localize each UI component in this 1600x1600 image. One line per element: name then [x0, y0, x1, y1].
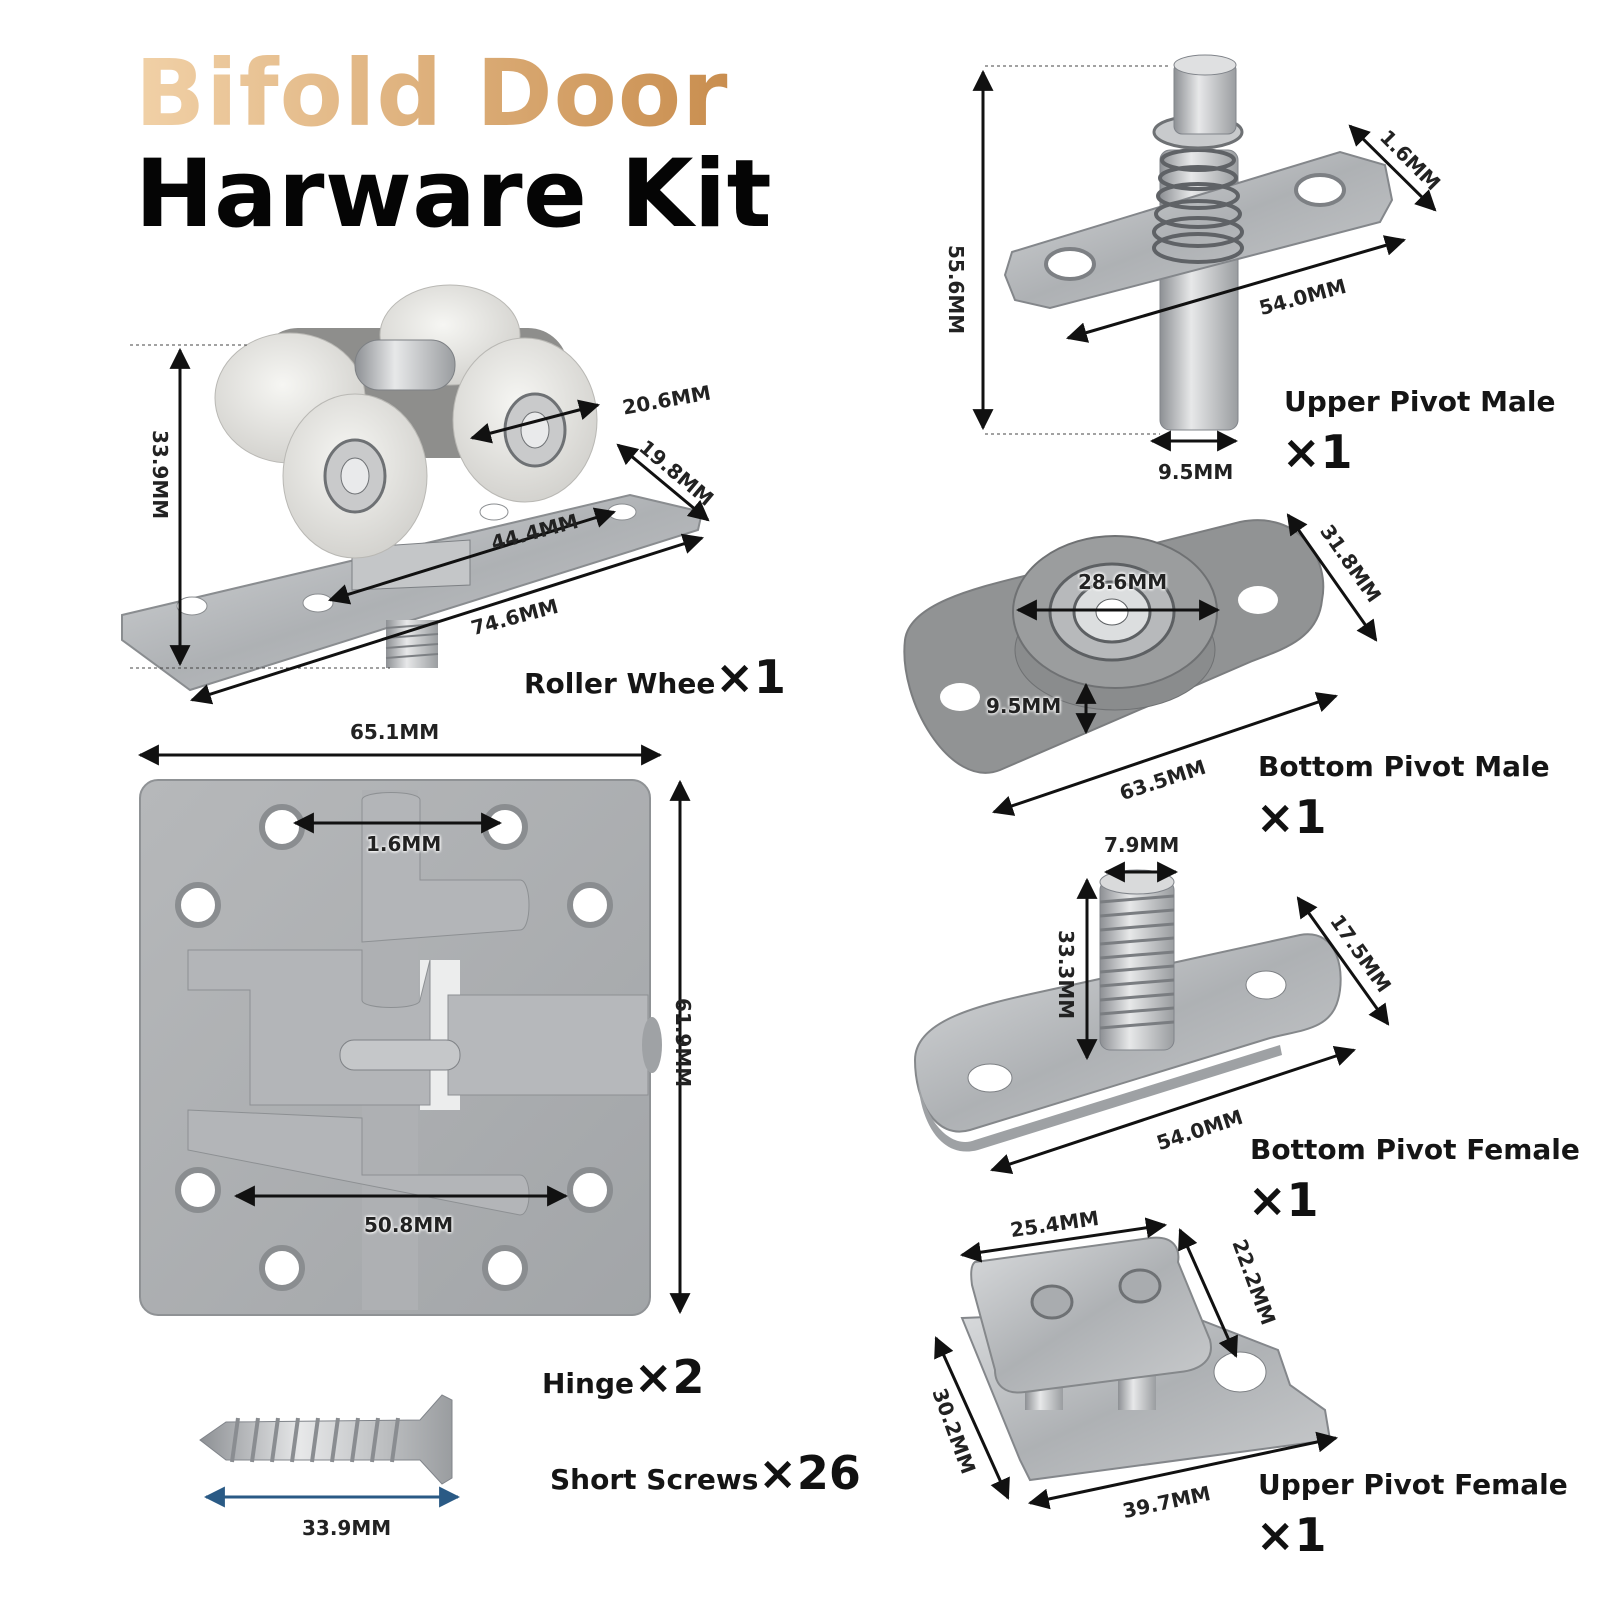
title-line-2: Harware Kit — [135, 140, 773, 249]
roller-wheel-label: Roller Whee×1 — [524, 650, 786, 704]
screw-length-dim: 33.9MM — [302, 1516, 392, 1540]
hinge-width-dim: 65.1MM — [350, 720, 440, 744]
upper-pivot-male-illustration — [972, 54, 1437, 452]
bpm-wheel-height-dim: 9.5MM — [986, 694, 1062, 718]
bpf-stud-dim: 7.9MM — [1104, 833, 1180, 857]
hinge-hole-spacing-dim: 50.8MM — [364, 1213, 454, 1237]
roller-wheel-qty: ×1 — [715, 650, 786, 704]
roller-wheel-illustration — [121, 284, 710, 705]
upm-height-dim: 55.6MM — [944, 245, 968, 335]
screw-illustration — [199, 1394, 461, 1508]
upm-name: Upper Pivot Male — [1284, 385, 1556, 418]
hinge-label: Hinge×2 — [542, 1350, 705, 1404]
roller-wheel-name: Roller Whee — [524, 667, 716, 700]
upf-name: Upper Pivot Female — [1258, 1468, 1568, 1501]
bpf-qty: ×1 — [1248, 1173, 1319, 1227]
roller-height-dim: 33.9MM — [148, 430, 172, 520]
hinge-height-dim: 61.9MM — [671, 998, 695, 1088]
bpf-stud-height-dim: 33.3MM — [1054, 930, 1078, 1020]
bottom-pivot-female-illustration — [913, 861, 1390, 1175]
upper-pivot-female-illustration — [934, 1217, 1339, 1510]
hinge-thickness-dim: 1.6MM — [366, 832, 442, 856]
screws-label: Short Screws×26 — [550, 1446, 861, 1500]
bpm-qty: ×1 — [1256, 790, 1327, 844]
title-line-1: Bifold Door — [135, 40, 729, 147]
upf-qty: ×1 — [1256, 1508, 1327, 1562]
screws-name: Short Screws — [550, 1463, 759, 1496]
screws-qty: ×26 — [758, 1446, 861, 1500]
hinge-qty: ×2 — [634, 1350, 705, 1404]
hinge-illustration — [137, 744, 691, 1316]
upm-pin-dim: 9.5MM — [1158, 460, 1234, 484]
bpm-name: Bottom Pivot Male — [1258, 750, 1550, 783]
bottom-pivot-male-illustration — [903, 513, 1378, 816]
bpf-name: Bottom Pivot Female — [1250, 1133, 1580, 1166]
upm-qty: ×1 — [1282, 425, 1353, 479]
bpm-wheel-dim: 28.6MM — [1078, 570, 1168, 594]
hinge-name: Hinge — [542, 1367, 634, 1400]
